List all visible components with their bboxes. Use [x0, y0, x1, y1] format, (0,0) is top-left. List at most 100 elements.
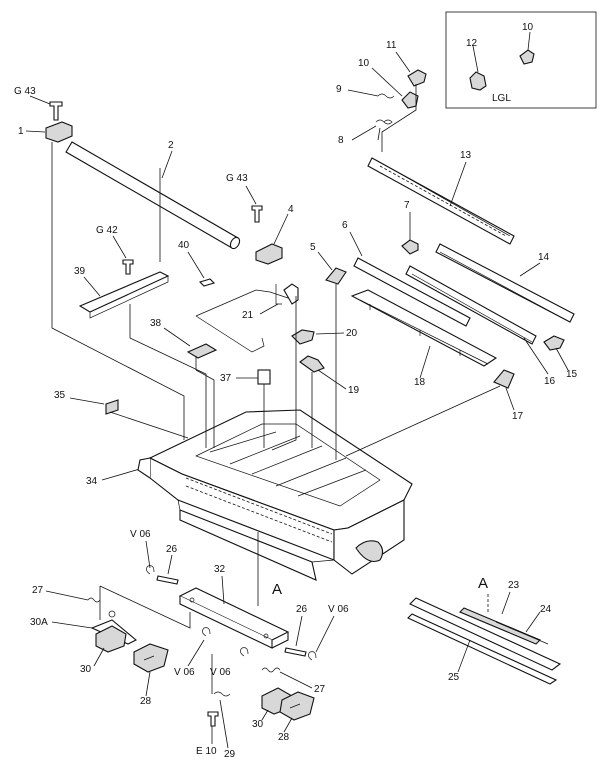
label-27-b: 27 [314, 684, 326, 695]
label-v06-d: V 06 [210, 667, 231, 678]
part-27-spring-b [261, 667, 281, 673]
inset-lgl-detail: 12 10 LGL [445, 11, 597, 109]
label-7: 7 [404, 200, 410, 211]
part-10-bushing [401, 91, 419, 109]
label-30a: 30A [30, 617, 48, 628]
part-17-bracket [493, 369, 515, 389]
label-5: 5 [310, 242, 316, 253]
label-14: 14 [538, 252, 550, 263]
part-11-bushing [407, 69, 427, 87]
part-15-clip [543, 335, 565, 351]
part-e10-screw [207, 711, 219, 727]
part-v06-clip-c [308, 651, 317, 661]
label-34: 34 [86, 476, 98, 487]
label-19: 19 [348, 385, 360, 396]
part-27-spring-a [87, 597, 101, 603]
part-25-strip [409, 597, 562, 671]
label-26-a: 26 [166, 544, 178, 555]
part-25-strip-lower [407, 613, 558, 685]
label-11: 11 [386, 40, 397, 51]
label-16: 16 [544, 376, 556, 387]
label-inset-lgl: LGL [492, 93, 511, 104]
label-26-b: 26 [296, 604, 308, 615]
part-v06-clip-d [240, 647, 249, 657]
part-28-cam-a [133, 643, 169, 673]
part-32-bracket [178, 587, 290, 649]
part-9-spring [377, 93, 395, 99]
label-marker-a: A [272, 581, 282, 598]
part-v06-clip-a [146, 565, 155, 575]
part-23-film [459, 607, 541, 645]
main-chassis [137, 409, 413, 581]
label-10-a: 10 [358, 58, 370, 69]
part-1-bracket [45, 121, 73, 143]
label-9: 9 [336, 84, 342, 95]
label-6: 6 [342, 220, 348, 231]
part-6-rail [353, 257, 471, 327]
leader-10-11-to-13 [381, 84, 417, 152]
label-23: 23 [508, 580, 520, 591]
label-39: 39 [74, 266, 86, 277]
part-39-plate [78, 271, 170, 319]
label-28-a: 28 [140, 696, 152, 707]
part-29-spring [213, 691, 231, 697]
label-8: 8 [338, 135, 344, 146]
part-24-edge [495, 621, 549, 645]
assembly-leaders [51, 142, 501, 606]
leader-27-32 [99, 585, 191, 629]
label-2: 2 [168, 140, 174, 151]
label-4: 4 [288, 204, 294, 215]
part-4-bracket [255, 243, 283, 265]
part-7-clip [401, 239, 419, 255]
label-detail-a: A [478, 575, 488, 592]
label-inset-10: 10 [522, 22, 534, 33]
label-18: 18 [414, 377, 426, 388]
part-18-frame [350, 289, 498, 367]
label-17: 17 [512, 411, 524, 422]
part-37-sheet [257, 369, 271, 385]
label-15: 15 [566, 369, 578, 380]
label-30-a: 30 [80, 664, 92, 675]
label-inset-12: 12 [466, 38, 478, 49]
label-38: 38 [150, 318, 162, 329]
inset-part-12 [469, 71, 487, 91]
part-19-lever [299, 355, 325, 373]
inset-frame [445, 11, 597, 109]
part-20-bracket [291, 329, 315, 345]
label-21: 21 [242, 310, 254, 321]
part-13-shaft [367, 157, 515, 245]
part-26-pin-a [156, 575, 179, 585]
label-37: 37 [220, 373, 232, 384]
part-30-gear-a [95, 625, 127, 653]
part-26-pin-b [284, 647, 307, 657]
label-25: 25 [448, 672, 460, 683]
part-21-wire-spring [195, 283, 299, 353]
part-g42-screw [122, 259, 134, 275]
label-g43-a: G 43 [14, 86, 36, 97]
part-v06-clip-b [202, 627, 211, 637]
label-v06-b: V 06 [174, 667, 195, 678]
label-1: 1 [18, 126, 24, 137]
label-13: 13 [460, 150, 472, 161]
label-v06-a: V 06 [130, 529, 151, 540]
label-g42: G 42 [96, 225, 118, 236]
label-g43-b: G 43 [226, 173, 248, 184]
label-24: 24 [540, 604, 552, 615]
label-35: 35 [54, 390, 66, 401]
label-v06-c: V 06 [328, 604, 349, 615]
part-16-rail [405, 265, 537, 345]
part-g43-screw-b [251, 205, 263, 223]
part-38-clip [186, 343, 218, 370]
label-20: 20 [346, 328, 358, 339]
part-35-block [105, 399, 119, 415]
part-28-cam-b [279, 691, 315, 721]
label-e10: E 10 [196, 746, 217, 757]
part-40-pad [198, 278, 216, 287]
part-14-rail [435, 243, 575, 323]
part-8-spring [375, 119, 393, 141]
label-32: 32 [214, 564, 226, 575]
detail-a-strips [407, 594, 562, 685]
label-27-a: 27 [32, 585, 44, 596]
